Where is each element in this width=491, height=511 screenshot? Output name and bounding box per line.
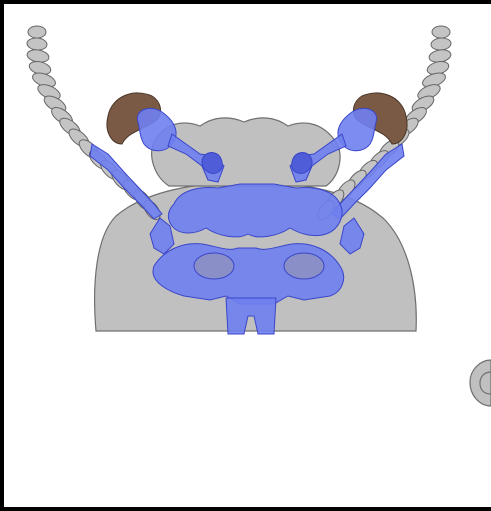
left-antenna-segment xyxy=(28,26,46,38)
left-mushroom-body xyxy=(194,253,234,279)
head-crest xyxy=(152,118,340,186)
brain-protocerebrum xyxy=(168,184,342,237)
right-mushroom-body xyxy=(284,253,324,279)
insect-head-nervous-system-diagram xyxy=(4,4,491,507)
right-antenna-segment xyxy=(432,26,450,38)
figure-panel xyxy=(4,4,491,507)
right-antenna-segment xyxy=(431,37,452,51)
left-antenna-segment xyxy=(27,37,48,51)
